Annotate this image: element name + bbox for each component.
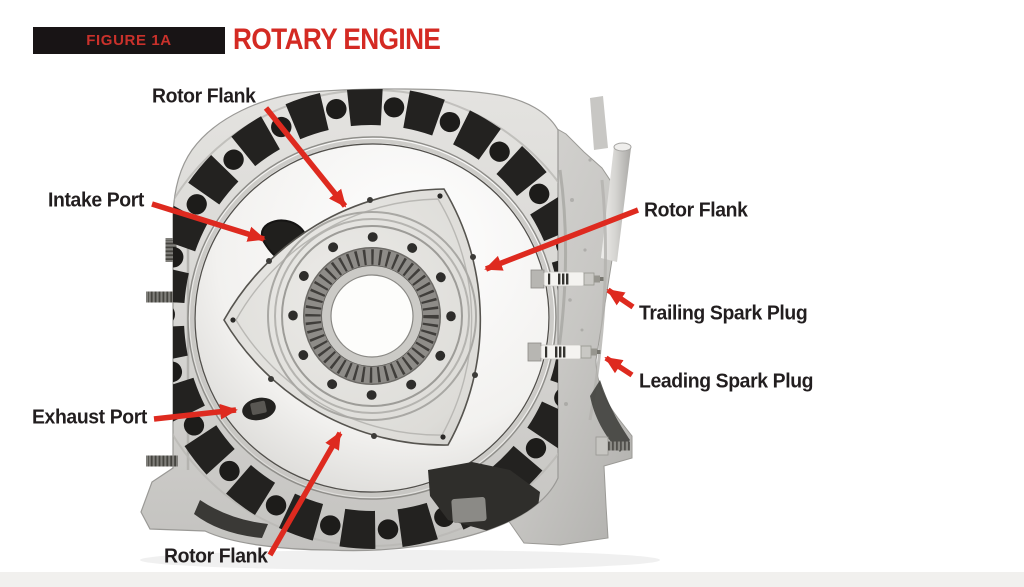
trailing-spark-plug-part <box>530 269 604 289</box>
callout-arrows <box>151 106 639 557</box>
casting-texture <box>564 158 592 406</box>
bottom-recess-left <box>194 500 268 538</box>
label-exhaust-port: Exhaust Port <box>32 406 148 429</box>
left-studs <box>146 238 178 467</box>
exhaust-port-opening <box>242 397 276 421</box>
arrow-rotor-flank-bottom <box>267 431 343 557</box>
rotor-bolt-holes <box>288 232 456 400</box>
arrow-rotor-flank-top <box>263 106 348 208</box>
apex-seals <box>230 193 446 440</box>
rear-housing-recess <box>590 380 630 452</box>
arrow-leading-spark-plug <box>604 355 634 378</box>
figure-tag: FIGURE 1A <box>33 27 225 54</box>
figure-title: ROTARY ENGINE <box>233 21 441 55</box>
label-leading-spark-plug: Leading Spark Plug <box>639 370 814 393</box>
figure-tag-text: FIGURE 1A <box>86 32 172 49</box>
bottom-recess-block <box>451 497 487 523</box>
label-intake-port: Intake Port <box>48 189 144 212</box>
gear-teeth <box>305 249 439 383</box>
rotor-chamber-assembly <box>141 88 558 549</box>
label-trailing-spark-plug: Trailing Spark Plug <box>639 302 808 325</box>
rotor-internal-gear <box>267 211 477 421</box>
bearing-collar <box>322 266 422 366</box>
arrow-trailing-spark-plug <box>606 287 635 310</box>
arrow-intake-port <box>151 201 266 242</box>
floor-band <box>0 572 1024 587</box>
oil-pipe-top <box>613 142 632 152</box>
label-rotor-flank-bottom: Rotor Flank <box>164 545 268 568</box>
rotor-face-screws <box>266 197 478 439</box>
center-bore <box>330 274 414 358</box>
arrow-exhaust-port <box>153 403 238 422</box>
epitrochoid-line <box>194 143 550 493</box>
arrow-rotor-flank-right <box>484 207 639 272</box>
right-stud <box>595 436 630 456</box>
label-rotor-flank-top: Rotor Flank <box>152 85 256 108</box>
oil-pipe <box>601 146 631 262</box>
label-rotor-flank-right: Rotor Flank <box>644 199 748 222</box>
leading-spark-plug-part <box>527 342 601 362</box>
coolant-stub-pipe <box>590 96 608 150</box>
